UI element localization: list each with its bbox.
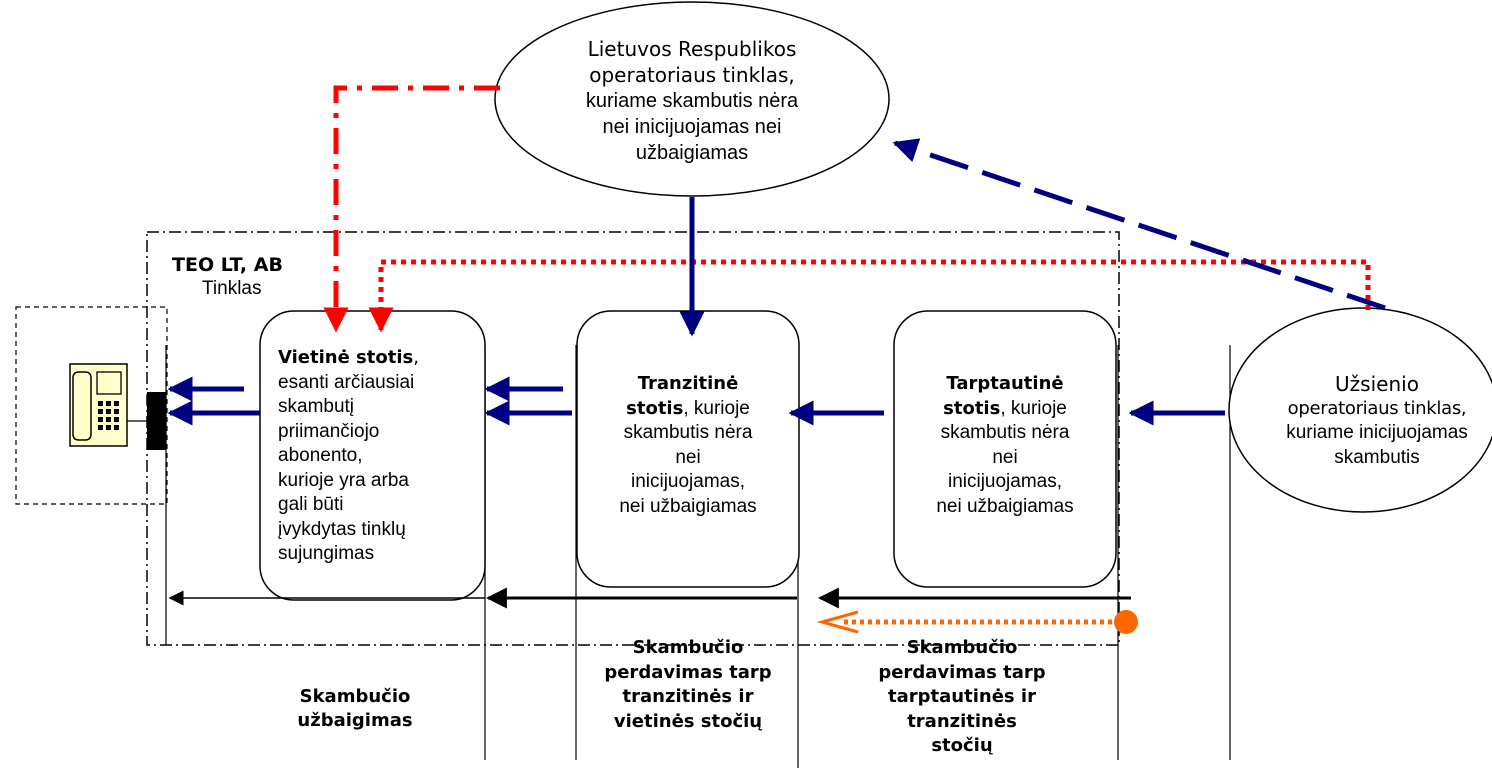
intl-transit-transfer-line: tarptautinės ir xyxy=(888,686,1036,707)
teo-name: TEO LT, AB xyxy=(172,254,283,276)
lt-operator-line: kuriame skambutis nėra xyxy=(585,90,799,112)
transit-station-line: nei užbaigiamas xyxy=(619,495,757,517)
intl-station-label: Tarptautinė stotis, kurioje skambutis nė… xyxy=(894,372,1116,519)
local-station-title: Vietinė stotis xyxy=(278,347,414,368)
transit-station-line: nei xyxy=(675,446,701,468)
intl-transit-transfer-line: Skambučio xyxy=(906,637,1018,658)
teo-network-label: TEO LT, AB Tinklas xyxy=(172,253,332,301)
transit-station-title-suffix: , kurioje xyxy=(683,397,750,419)
intl-station-title-2: stotis xyxy=(943,397,1001,419)
intl-station-title-line: stotis, kurioje xyxy=(894,397,1116,422)
local-station-label: Vietinė stotis, esanti arčiausiai skambu… xyxy=(278,346,483,567)
intl-station-box xyxy=(893,310,1117,588)
local-station-line: abonento, xyxy=(278,445,363,466)
intl-transit-transfer-line: stočių xyxy=(931,735,993,756)
lt-operator-ellipse xyxy=(494,1,890,197)
local-station-line: kurioje yra arba xyxy=(278,469,409,491)
lt-operator-label: Lietuvos Respublikos operatoriaus tinkla… xyxy=(522,36,862,166)
transit-local-transfer-line: perdavimas tarp xyxy=(604,661,772,683)
lt-operator-line: Lietuvos Respublikos xyxy=(587,37,797,61)
intl-station-title-suffix: , kurioje xyxy=(1000,397,1067,419)
local-station-title-line: Vietinė stotis, xyxy=(278,346,483,371)
intl-station-title: Tarptautinė xyxy=(946,373,1064,394)
telephone-icon xyxy=(69,363,166,450)
transit-local-transfer-line: vietinės stočių xyxy=(613,710,763,732)
local-station-line: skambutį xyxy=(278,396,355,417)
termination-line: užbaigimas xyxy=(297,710,413,731)
intl-transit-transfer-line: tranzitinės xyxy=(907,710,1017,732)
intl-station-line: nei xyxy=(992,446,1018,468)
foreign-to-lt-dashed-arrow xyxy=(892,138,1386,311)
transit-local-transfer-line: Skambučio xyxy=(632,637,744,658)
orange-origin-arrow xyxy=(816,610,1138,634)
transit-station-title: Tranzitinė xyxy=(637,373,739,394)
termination-line: Skambučio xyxy=(299,686,411,707)
termination-label: Skambučio užbaigimas xyxy=(255,685,455,733)
intl-transit-transfer-line: perdavimas tarp xyxy=(878,661,1046,683)
transit-station-box xyxy=(576,310,800,588)
foreign-operator-label: Užsienio operatoriaus tinklas, kuriame i… xyxy=(1262,372,1492,470)
subscriber-premises-boundary xyxy=(15,306,168,505)
local-station-line: įvykdytas tinklų xyxy=(278,518,406,540)
local-station-line: priimančiojo xyxy=(278,420,380,442)
intl-station-line: skambutis nėra xyxy=(940,422,1070,443)
local-station-title-suffix: , xyxy=(413,347,419,368)
teo-sub: Tinklas xyxy=(202,278,262,299)
local-station-line: esanti arčiausiai xyxy=(278,371,415,393)
local-station-line: gali būti xyxy=(278,494,344,515)
transit-station-title-line: stotis, kurioje xyxy=(577,397,799,422)
foreign-to-local-dotted-arrow xyxy=(368,259,1371,333)
foreign-operator-line: kuriame inicijuojamas xyxy=(1286,422,1468,443)
lt-operator-line: operatoriaus tinklas, xyxy=(589,63,795,87)
transit-station-label: Tranzitinė stotis, kurioje skambutis nėr… xyxy=(577,372,799,519)
lt-operator-line: užbaigiamas xyxy=(635,142,749,164)
lt-to-local-interconnect-arrow xyxy=(323,85,500,333)
local-station-line: sujungimas xyxy=(278,543,375,564)
foreign-operator-line: operatoriaus tinklas, xyxy=(1287,397,1467,419)
intl-station-line: inicijuojamas, xyxy=(947,471,1063,492)
foreign-operator-line: skambutis xyxy=(1334,446,1420,468)
transit-station-line: inicijuojamas, xyxy=(630,471,746,492)
foreign-operator-line: Užsienio xyxy=(1335,372,1419,396)
transit-local-transfer-label: Skambučio perdavimas tarp tranzitinės ir… xyxy=(578,636,798,734)
intl-transit-transfer-label: Skambučio perdavimas tarp tarptautinės i… xyxy=(852,636,1072,759)
foreign-operator-ellipse xyxy=(1228,307,1492,513)
transit-local-transfer-line: tranzitinės ir xyxy=(622,686,754,707)
transit-station-line: skambutis nėra xyxy=(623,422,753,443)
lt-operator-line: nei inicijuojamas nei xyxy=(602,116,782,138)
transit-station-title-2: stotis xyxy=(626,397,684,419)
intl-station-line: nei užbaigiamas xyxy=(936,495,1074,517)
